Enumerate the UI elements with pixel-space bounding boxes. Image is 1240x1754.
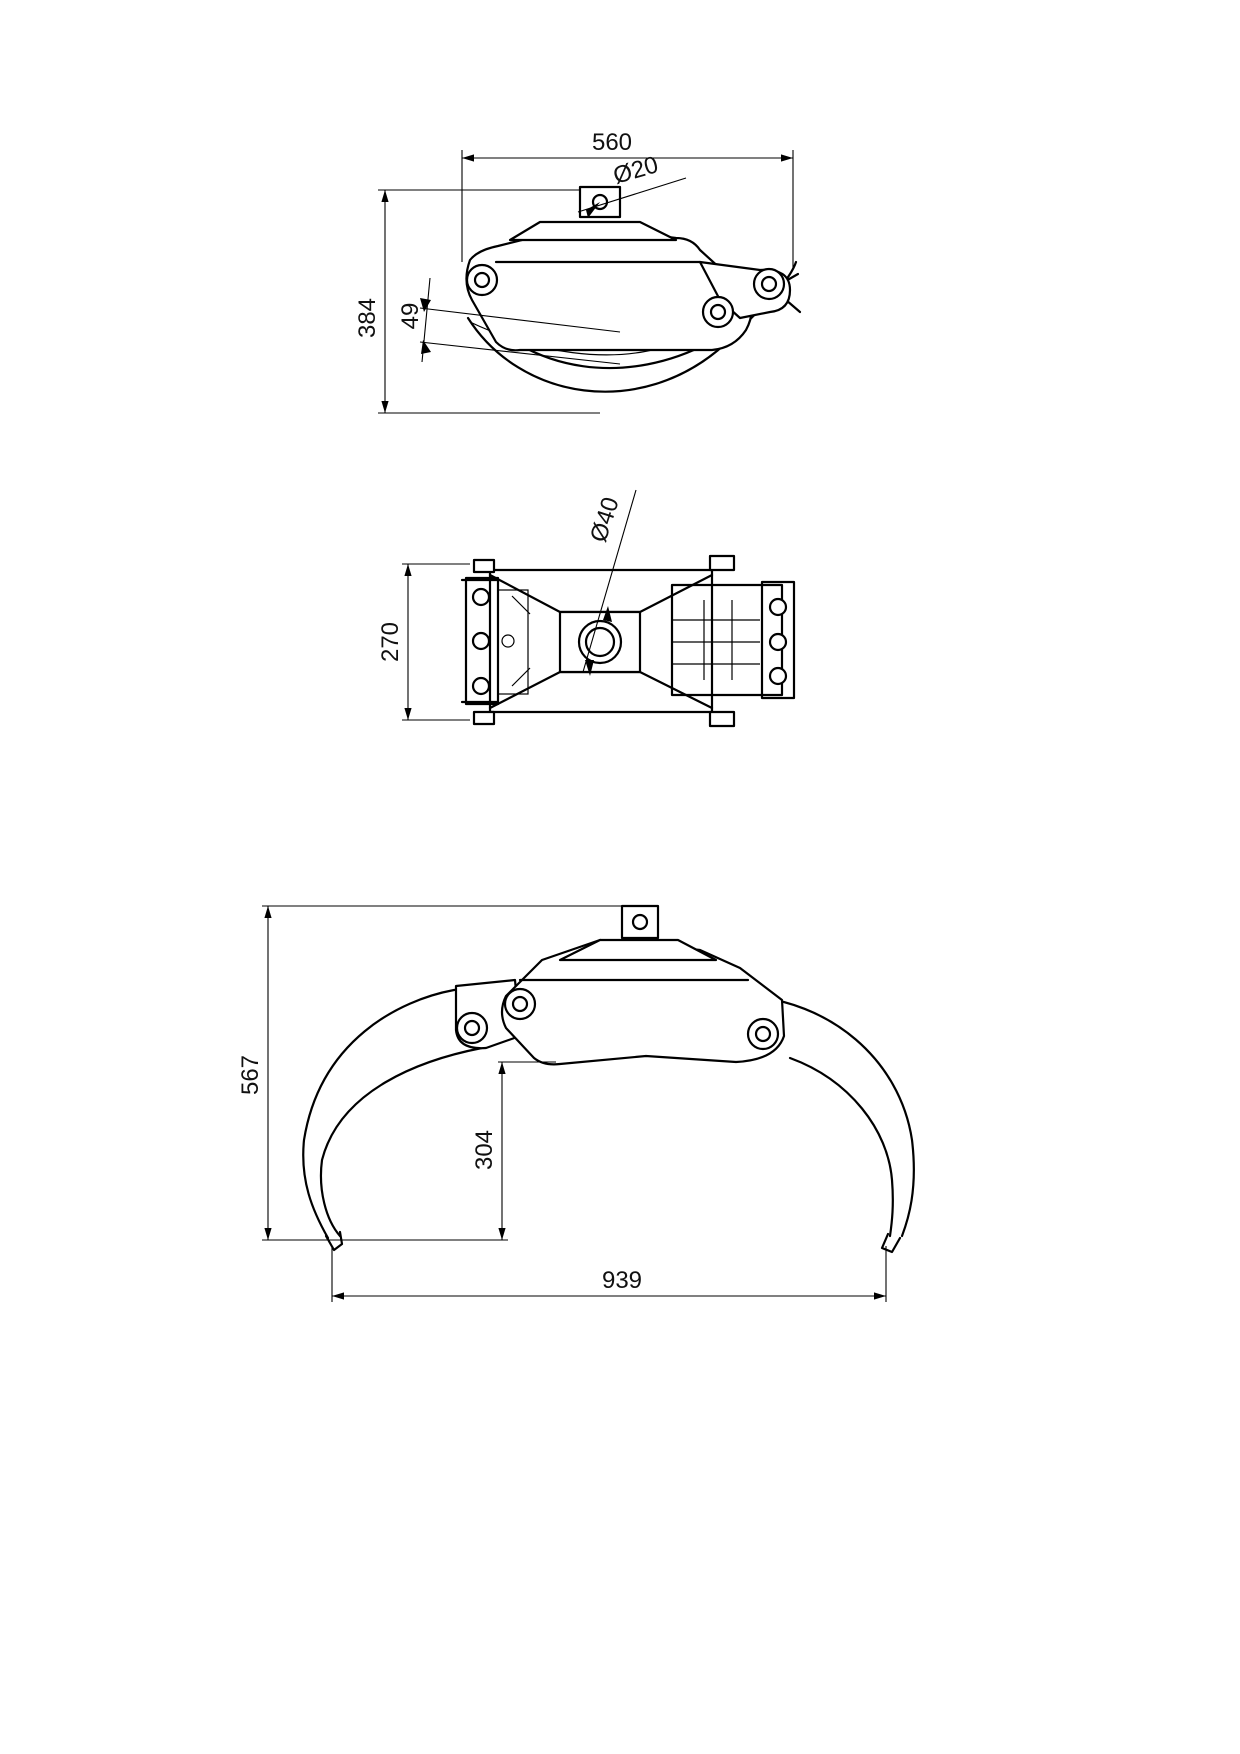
left-jaw-tip (324, 1230, 344, 1252)
left-jaw-inner (319, 1046, 484, 1238)
side-view-open: 567 304 939 (237, 904, 915, 1302)
open-lug-hole (631, 913, 649, 931)
right-block (670, 583, 784, 697)
body-plate (465, 224, 753, 352)
dim-width-939: 939 (602, 1267, 642, 1294)
hub-hole-outer (577, 619, 623, 665)
dim-height-567: 567 (237, 1055, 264, 1095)
right-jaw-tip (880, 1232, 902, 1254)
dim-overlap-49: 49 (397, 303, 424, 330)
lug-hole (591, 193, 609, 211)
top-view: 270 Ø40 (377, 489, 796, 728)
dim-hole-diameter: Ø40 (585, 494, 625, 545)
side-view-closed: 560 Ø20 384 49 (354, 129, 802, 414)
open-top-lug (620, 904, 660, 940)
dim-pin-diameter: Ø20 (610, 151, 661, 189)
pin-right (701, 295, 735, 329)
right-jaw-outer (742, 994, 915, 1238)
pin-left (465, 263, 499, 297)
open-pin-right (746, 1017, 780, 1051)
dim-height-384: 384 (354, 298, 381, 338)
open-pin-left (503, 987, 537, 1021)
hub-hole-inner (584, 626, 616, 658)
left-jaw-outer (302, 983, 510, 1240)
top-cap (508, 220, 678, 242)
dim-height-270: 270 (377, 622, 404, 662)
right-jaw-inner (788, 1056, 894, 1238)
dim-width-560: 560 (592, 129, 632, 156)
open-body-plate (500, 938, 786, 1066)
open-top-cap (558, 938, 718, 962)
dim-inner-height-304: 304 (471, 1130, 498, 1170)
pin-arm (752, 267, 786, 301)
left-jaw-pin (455, 1011, 489, 1045)
